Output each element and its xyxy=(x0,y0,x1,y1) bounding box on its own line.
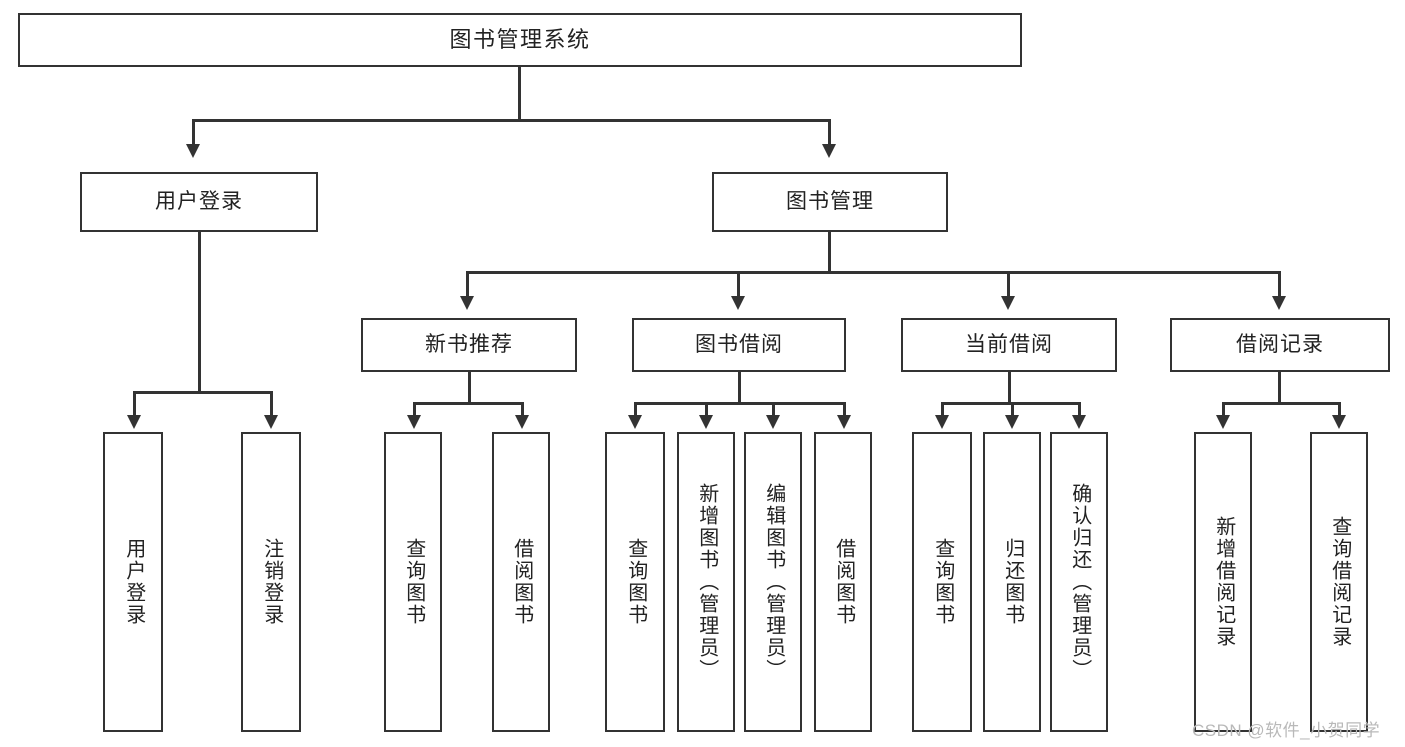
leaf-query-book-2-label: 查询图书 xyxy=(624,538,647,626)
connector-drop-leaf-user-login xyxy=(133,391,136,417)
leaf-return-book[interactable]: 归还图书 xyxy=(983,432,1041,732)
node-book-management[interactable]: 图书管理 xyxy=(712,172,948,232)
leaf-query-book-3-label: 查询图书 xyxy=(931,538,954,626)
arrowhead-return-book xyxy=(1005,415,1019,429)
node-book-management-label: 图书管理 xyxy=(786,190,874,214)
arrowhead-leaf-user-login xyxy=(127,415,141,429)
leaf-borrow-book-1-label: 借阅图书 xyxy=(510,538,533,626)
connector-current-borrow-stem xyxy=(1008,372,1011,404)
leaf-return-book-label: 归还图书 xyxy=(1001,538,1024,626)
leaf-user-logout[interactable]: 注销登录 xyxy=(241,432,301,732)
connector-drop-book-management xyxy=(828,119,831,146)
connector-drop-borrow-book-1 xyxy=(521,402,524,417)
connector-drop-user-login xyxy=(192,119,195,146)
leaf-borrow-book-1[interactable]: 借阅图书 xyxy=(492,432,550,732)
leaf-add-book-label: 新增图书（管理员） xyxy=(695,483,718,681)
connector-drop-leaf-user-logout xyxy=(270,391,273,417)
arrowhead-add-record xyxy=(1216,415,1230,429)
connector-drop-query-book-2 xyxy=(634,402,637,417)
leaf-query-book-1-label: 查询图书 xyxy=(402,538,425,626)
arrowhead-borrow-book-1 xyxy=(515,415,529,429)
arrowhead-borrow-record xyxy=(1272,296,1286,310)
leaf-user-login[interactable]: 用户登录 xyxy=(103,432,163,732)
connector-drop-query-book-3 xyxy=(941,402,944,417)
leaf-edit-book[interactable]: 编辑图书（管理员） xyxy=(744,432,802,732)
connector-new-book-recommend-stem xyxy=(468,372,471,404)
connector-drop-add-record xyxy=(1222,402,1225,417)
node-new-book-recommend[interactable]: 新书推荐 xyxy=(361,318,577,372)
leaf-query-book-1[interactable]: 查询图书 xyxy=(384,432,442,732)
connector-book-borrow-bus xyxy=(634,402,846,405)
connector-borrow-record-stem xyxy=(1278,372,1281,404)
arrowhead-borrow-book-2 xyxy=(837,415,851,429)
leaf-borrow-book-2[interactable]: 借阅图书 xyxy=(814,432,872,732)
connector-user-login-bus xyxy=(133,391,272,394)
arrowhead-add-book xyxy=(699,415,713,429)
leaf-query-record-label: 查询借阅记录 xyxy=(1328,516,1351,648)
connector-drop-borrow-book-2 xyxy=(843,402,846,417)
arrowhead-new-book-recommend xyxy=(460,296,474,310)
connector-borrow-record-bus xyxy=(1222,402,1340,405)
connector-new-book-recommend-bus xyxy=(413,402,523,405)
connector-level2-bus xyxy=(466,271,1280,274)
connector-drop-query-record xyxy=(1338,402,1341,417)
node-borrow-record[interactable]: 借阅记录 xyxy=(1170,318,1390,372)
leaf-edit-book-label: 编辑图书（管理员） xyxy=(762,483,785,681)
node-new-book-recommend-label: 新书推荐 xyxy=(425,333,513,357)
node-current-borrow[interactable]: 当前借阅 xyxy=(901,318,1117,372)
connector-root-stem xyxy=(518,67,521,121)
connector-drop-add-book xyxy=(705,402,708,417)
connector-drop-borrow-record xyxy=(1278,271,1281,298)
arrowhead-edit-book xyxy=(766,415,780,429)
leaf-query-book-3[interactable]: 查询图书 xyxy=(912,432,972,732)
connector-book-management-stem xyxy=(828,232,831,273)
connector-drop-book-borrow xyxy=(737,271,740,298)
csdn-watermark: CSDN @软件_小贺同学 xyxy=(1192,721,1381,740)
node-book-borrow[interactable]: 图书借阅 xyxy=(632,318,846,372)
leaf-confirm-return-label: 确认归还（管理员） xyxy=(1068,483,1091,681)
node-borrow-record-label: 借阅记录 xyxy=(1236,333,1324,357)
connector-drop-confirm-return xyxy=(1078,402,1081,417)
arrowhead-query-record xyxy=(1332,415,1346,429)
leaf-borrow-book-2-label: 借阅图书 xyxy=(832,538,855,626)
node-root-label: 图书管理系统 xyxy=(449,26,591,52)
arrowhead-book-borrow xyxy=(731,296,745,310)
connector-user-login-stem xyxy=(198,232,201,393)
arrowhead-current-borrow xyxy=(1001,296,1015,310)
connector-book-borrow-stem xyxy=(738,372,741,404)
node-book-borrow-label: 图书借阅 xyxy=(695,333,783,357)
arrowhead-confirm-return xyxy=(1072,415,1086,429)
node-current-borrow-label: 当前借阅 xyxy=(965,333,1053,357)
leaf-confirm-return[interactable]: 确认归还（管理员） xyxy=(1050,432,1108,732)
arrowhead-user-login xyxy=(186,144,200,158)
leaf-query-book-2[interactable]: 查询图书 xyxy=(605,432,665,732)
connector-root-bus xyxy=(192,119,830,122)
connector-drop-edit-book xyxy=(772,402,775,417)
connector-drop-current-borrow xyxy=(1007,271,1010,298)
leaf-query-record[interactable]: 查询借阅记录 xyxy=(1310,432,1368,732)
leaf-add-record[interactable]: 新增借阅记录 xyxy=(1194,432,1252,732)
connector-current-borrow-bus xyxy=(941,402,1080,405)
leaf-user-login-label: 用户登录 xyxy=(122,538,145,626)
connector-drop-return-book xyxy=(1011,402,1014,417)
leaf-user-logout-label: 注销登录 xyxy=(260,538,283,626)
node-root[interactable]: 图书管理系统 xyxy=(18,13,1022,67)
leaf-add-book[interactable]: 新增图书（管理员） xyxy=(677,432,735,732)
connector-drop-new-book-recommend xyxy=(466,271,469,298)
arrowhead-query-book-2 xyxy=(628,415,642,429)
node-user-login[interactable]: 用户登录 xyxy=(80,172,318,232)
connector-drop-query-book-1 xyxy=(413,402,416,417)
arrowhead-query-book-3 xyxy=(935,415,949,429)
leaf-add-record-label: 新增借阅记录 xyxy=(1212,516,1235,648)
arrowhead-book-management xyxy=(822,144,836,158)
arrowhead-leaf-user-logout xyxy=(264,415,278,429)
node-user-login-label: 用户登录 xyxy=(155,190,243,214)
arrowhead-query-book-1 xyxy=(407,415,421,429)
